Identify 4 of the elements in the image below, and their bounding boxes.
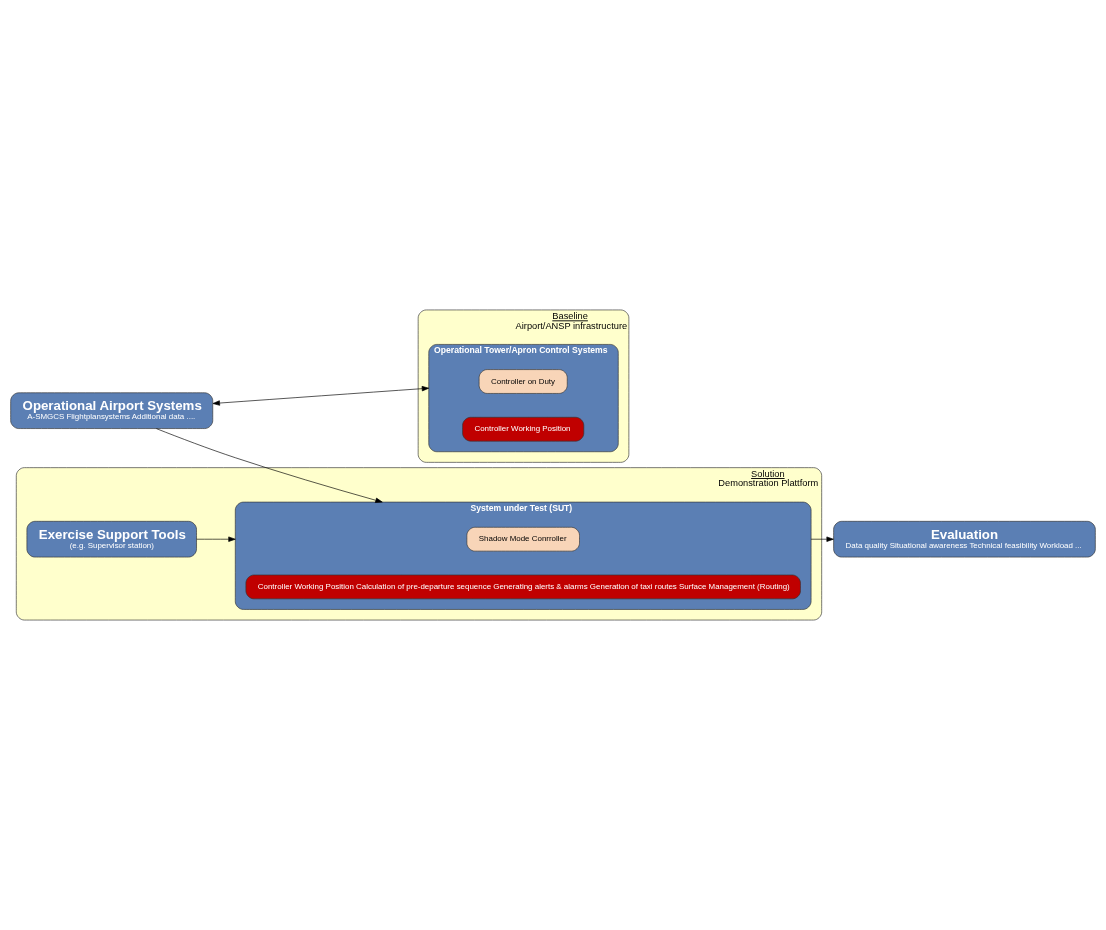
arrow bbox=[156, 428, 383, 503]
arrow bbox=[212, 386, 430, 406]
arrow bbox=[810, 536, 834, 542]
arrow bbox=[196, 536, 236, 542]
